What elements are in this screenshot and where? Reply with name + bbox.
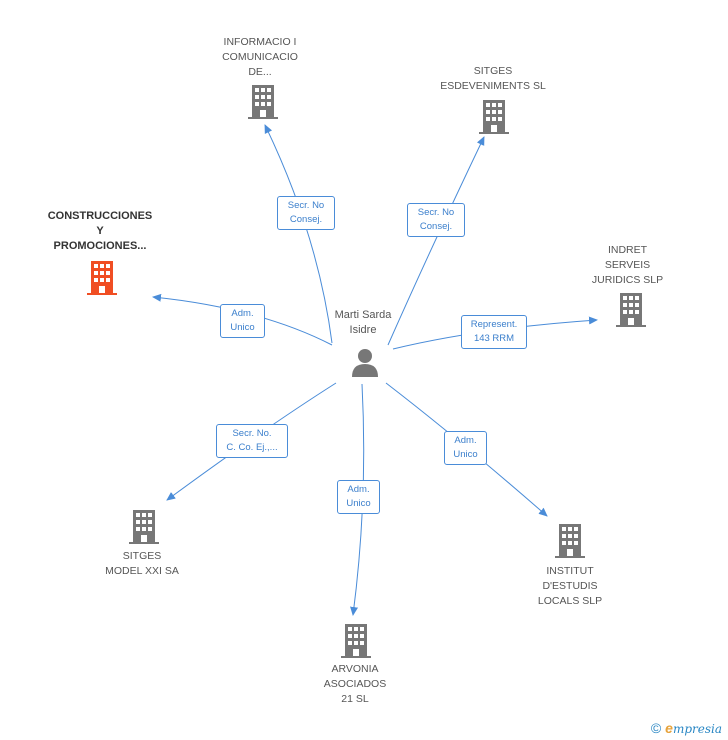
edge-line-n1 (264, 124, 333, 344)
node-label-n3[interactable]: CONSTRUCCIONES Y PROMOCIONES... (47, 210, 153, 252)
building-icon[interactable] (129, 510, 159, 544)
footer-brand: © empresia (651, 720, 722, 736)
person-icon[interactable] (350, 347, 380, 377)
edge-label-n6[interactable]: Adm. Unico (337, 480, 380, 514)
center-person-name[interactable]: Marti Sarda Isidre (334, 309, 392, 336)
node-label-n5[interactable]: SITGES MODEL XXI SA (105, 550, 179, 577)
edge-label-n2[interactable]: Secr. No Consej. (407, 203, 465, 237)
edge-label-n3[interactable]: Adm. Unico (220, 304, 265, 338)
node-label-n2[interactable]: SITGES ESDEVENIMENTS SL (440, 65, 546, 92)
empresia-logo: empresia (665, 720, 722, 736)
edge-line-n2 (387, 136, 485, 346)
building-icon[interactable] (248, 85, 278, 119)
node-label-n7[interactable]: INSTITUT D'ESTUDIS LOCALS SLP (537, 565, 603, 607)
building-icon[interactable] (479, 100, 509, 134)
building-icon[interactable] (616, 293, 646, 327)
node-label-n4[interactable]: INDRET SERVEIS JURIDICS SLP (591, 244, 664, 286)
edge-label-n7[interactable]: Adm. Unico (444, 431, 487, 465)
building-icon[interactable] (87, 261, 117, 295)
edge-label-n4[interactable]: Represent. 143 RRM (461, 315, 527, 349)
node-label-n1[interactable]: INFORMACIO I COMUNICACIO DE... (222, 36, 298, 78)
edge-label-n5[interactable]: Secr. No. C. Co. Ej.,... (216, 424, 288, 458)
building-icon[interactable] (555, 524, 585, 558)
copyright-symbol: © (650, 720, 662, 736)
building-icon[interactable] (341, 624, 371, 658)
node-label-n6[interactable]: ARVONIA ASOCIADOS 21 SL (323, 663, 387, 705)
edge-label-n1[interactable]: Secr. No Consej. (277, 196, 335, 230)
